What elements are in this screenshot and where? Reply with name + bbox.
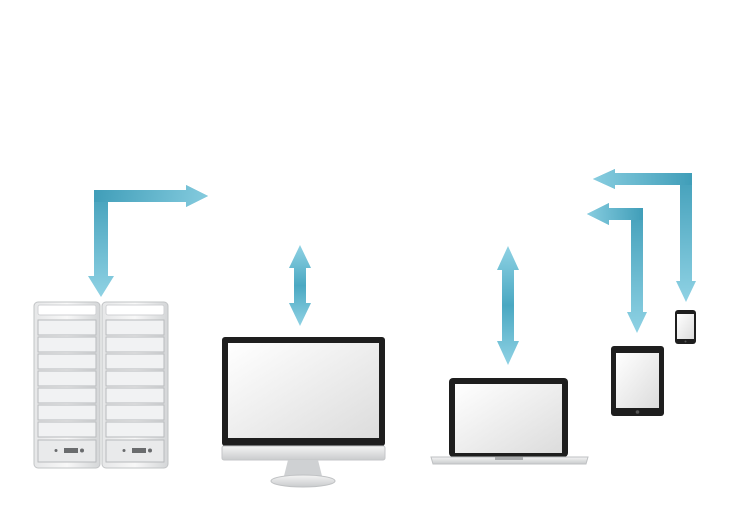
smartphone-icon (675, 310, 696, 344)
desktop-connector-arrow (289, 245, 311, 326)
server-tower-right (102, 302, 168, 468)
phone-connector-arrow (593, 169, 696, 302)
server-tower-left (34, 302, 100, 468)
laptop-icon (431, 378, 588, 464)
laptop-connector-arrow (497, 246, 519, 365)
tablet-icon (611, 346, 664, 416)
server-connector-arrow (88, 185, 208, 297)
tablet-connector-arrow (587, 203, 647, 333)
server-rack-icon (34, 302, 168, 468)
desktop-monitor-icon (222, 337, 385, 487)
